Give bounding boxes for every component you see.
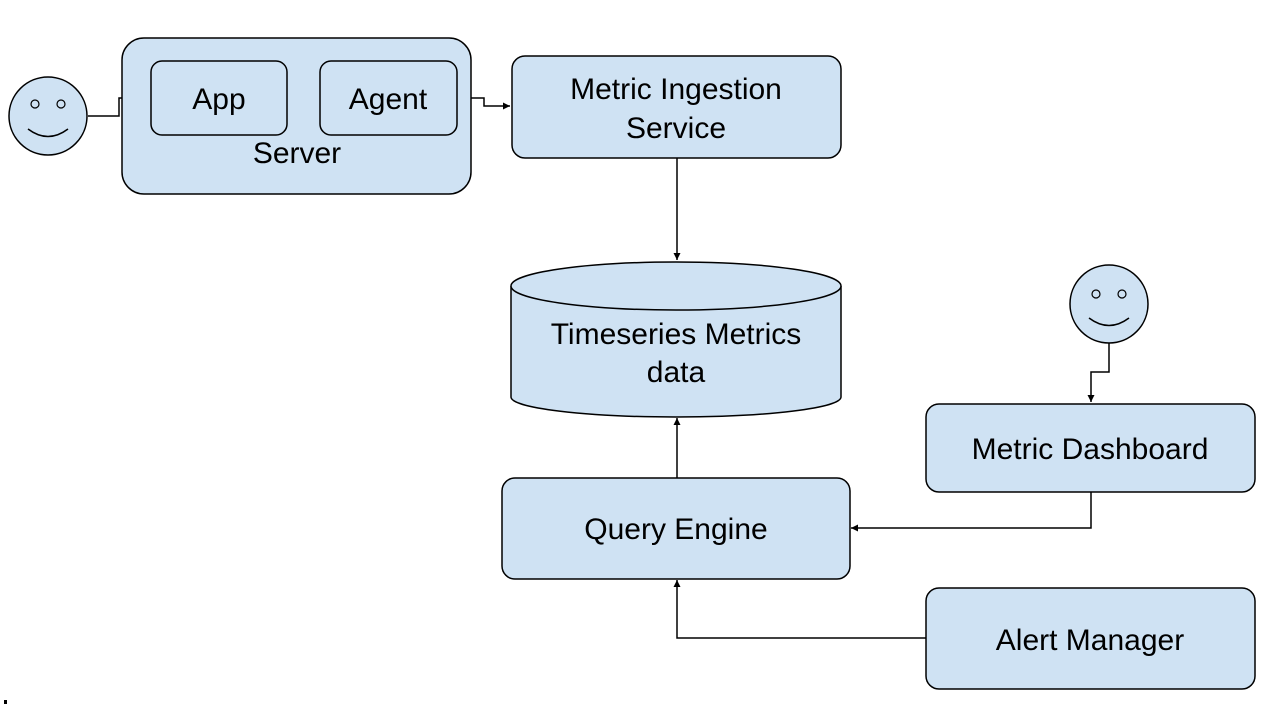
- ingestion-service-node: Metric Ingestion Service: [511, 55, 842, 159]
- query-engine-label: Query Engine: [584, 513, 767, 546]
- timeseries-label-line2: data: [647, 356, 706, 389]
- dashboard-label: Metric Dashboard: [972, 433, 1209, 466]
- dashboard-user-actor-icon: [1069, 264, 1149, 344]
- metric-dashboard-node: Metric Dashboard: [925, 403, 1256, 493]
- edge-alert-manager-to-query-engine: [673, 580, 926, 639]
- ingestion-label-line2: Service: [626, 112, 726, 145]
- edge-dashboard-user-to-dashboard: [1087, 342, 1110, 402]
- app-label: App: [192, 83, 245, 116]
- timeseries-database-node: Timeseries Metrics data: [510, 261, 842, 418]
- ingestion-label-line1: Metric Ingestion: [570, 73, 782, 106]
- user-actor-icon: [8, 76, 88, 156]
- agent-node: Agent: [319, 60, 458, 136]
- corner-dot: [4, 700, 7, 704]
- alert-manager-node: Alert Manager: [925, 587, 1256, 690]
- app-node: App: [150, 60, 288, 136]
- edge-dashboard-to-query-engine: [851, 492, 1092, 532]
- alert-manager-label: Alert Manager: [996, 624, 1184, 657]
- server-label: Server: [253, 137, 341, 170]
- timeseries-label-line1: Timeseries Metrics: [551, 318, 802, 351]
- query-engine-node: Query Engine: [501, 477, 851, 580]
- agent-label: Agent: [349, 83, 428, 116]
